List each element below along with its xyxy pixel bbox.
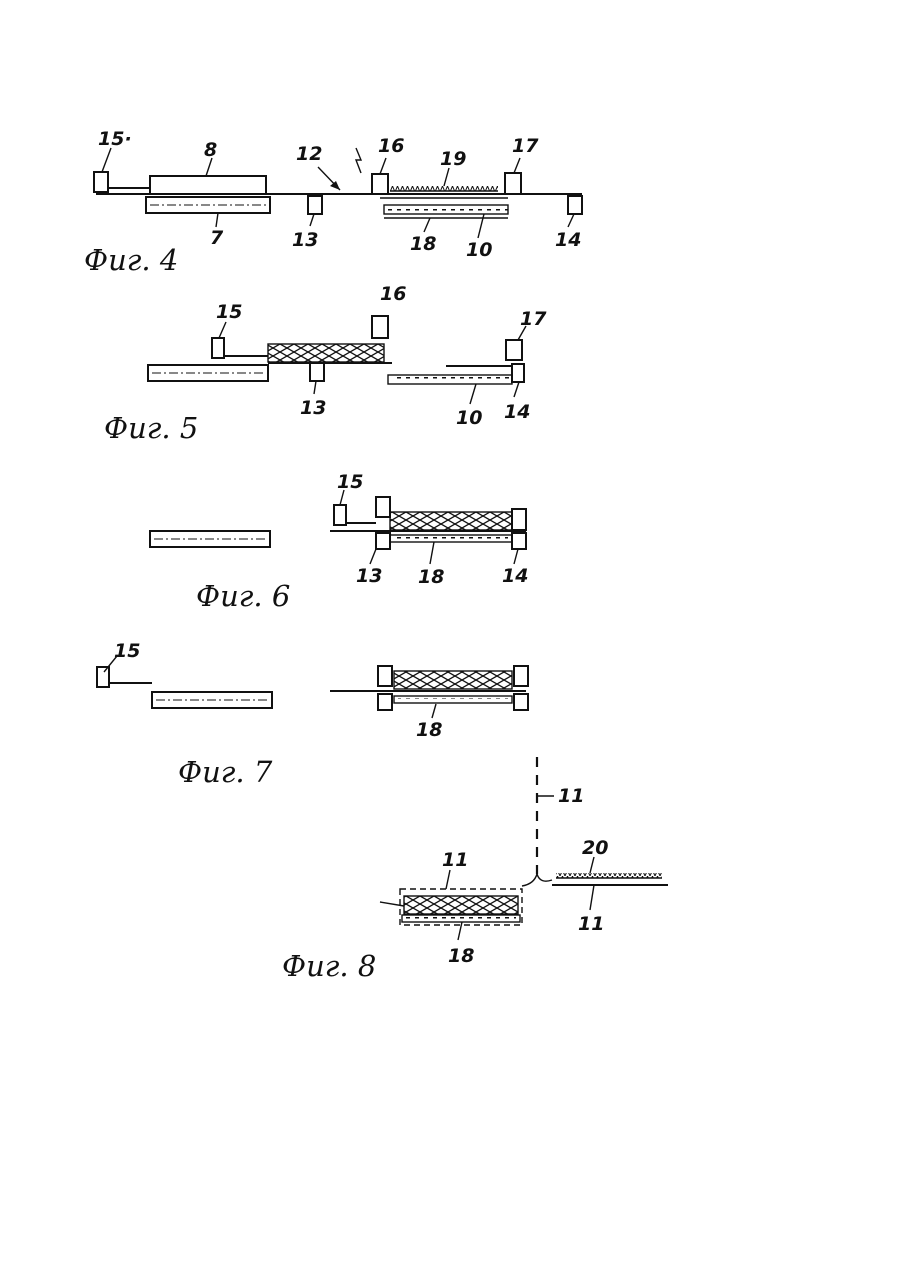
figure-5: 15 16 17 13 10 14 Фиг. 5 — [104, 283, 547, 445]
label-15: 15 — [216, 301, 242, 323]
label-15: 15· — [98, 128, 132, 150]
label-18: 18 — [418, 566, 444, 588]
body-7 — [152, 692, 272, 708]
label-18: 18 — [448, 945, 474, 967]
label-8: 8 — [204, 139, 217, 161]
figure-7: 15 18 Фиг. 7 — [97, 640, 528, 789]
label-16: 16 — [378, 135, 404, 157]
clamp-16 — [372, 316, 388, 338]
label-10: 10 — [456, 407, 482, 429]
lightning-mark — [356, 148, 361, 173]
support-13 — [308, 196, 322, 214]
label-13: 13 — [356, 565, 382, 587]
holder-15 — [212, 338, 268, 358]
support-14 — [568, 196, 582, 214]
label-11-right: 11 — [578, 913, 604, 935]
support-13 — [376, 533, 390, 549]
label-11-left: 11 — [442, 849, 468, 871]
label-14: 14 — [504, 401, 530, 423]
support-13 — [310, 363, 324, 381]
label-13: 13 — [300, 397, 326, 419]
package-8 — [150, 176, 266, 194]
plate-10 — [388, 375, 512, 384]
clamp-17 — [506, 340, 522, 360]
clamp-16 — [378, 666, 392, 686]
label-11-top: 11 — [558, 785, 584, 807]
body-7 — [150, 531, 270, 547]
label-12: 12 — [296, 143, 322, 165]
label-10: 10 — [466, 239, 492, 261]
figure-4: 15· 8 12 16 19 17 7 13 18 10 14 Фиг. 4 — [84, 128, 582, 277]
figure-8: 11 11 20 11 18 Фиг. 8 — [282, 757, 668, 983]
package-8 — [390, 512, 512, 530]
clamp-16 — [376, 497, 390, 517]
support-14 — [514, 694, 528, 710]
label-15: 15 — [337, 471, 363, 493]
clamp-17 — [505, 173, 521, 194]
clamp-17 — [512, 509, 526, 530]
body-7 — [146, 197, 270, 213]
support-13 — [378, 694, 392, 710]
label-14: 14 — [555, 229, 581, 251]
package-8 — [268, 344, 384, 362]
label-18: 18 — [416, 719, 442, 741]
layer-18 — [390, 535, 512, 542]
label-20: 20 — [582, 837, 608, 859]
label-19: 19 — [440, 148, 466, 170]
clamp-17 — [514, 666, 528, 686]
holder-15 — [334, 505, 376, 525]
layer-18 — [394, 696, 512, 703]
caption-fig5: Фиг. 5 — [104, 411, 198, 445]
label-14: 14 — [502, 565, 528, 587]
label-17: 17 — [512, 135, 539, 157]
label-17: 17 — [520, 308, 547, 330]
label-7: 7 — [210, 227, 224, 249]
figure-6: 15 13 18 14 Фиг. 6 — [150, 471, 528, 613]
support-14 — [512, 364, 524, 382]
label-13: 13 — [292, 229, 318, 251]
caption-fig6: Фиг. 6 — [196, 579, 290, 613]
caption-fig8: Фиг. 8 — [282, 949, 376, 983]
strip-20 — [552, 873, 668, 885]
body-7 — [148, 365, 268, 381]
plate-10-layer-18 — [380, 198, 508, 218]
package-8 — [394, 671, 512, 689]
clamp-16 — [372, 174, 388, 194]
label-15: 15 — [114, 640, 140, 662]
label-18: 18 — [410, 233, 436, 255]
arrow-12 — [318, 167, 340, 190]
caption-fig7: Фиг. 7 — [178, 755, 273, 789]
label-16: 16 — [380, 283, 406, 305]
wrapped-package — [380, 889, 522, 925]
holder-15 — [94, 172, 150, 192]
support-14 — [512, 533, 526, 549]
strip-19 — [390, 186, 498, 191]
caption-fig4: Фиг. 4 — [84, 243, 178, 277]
